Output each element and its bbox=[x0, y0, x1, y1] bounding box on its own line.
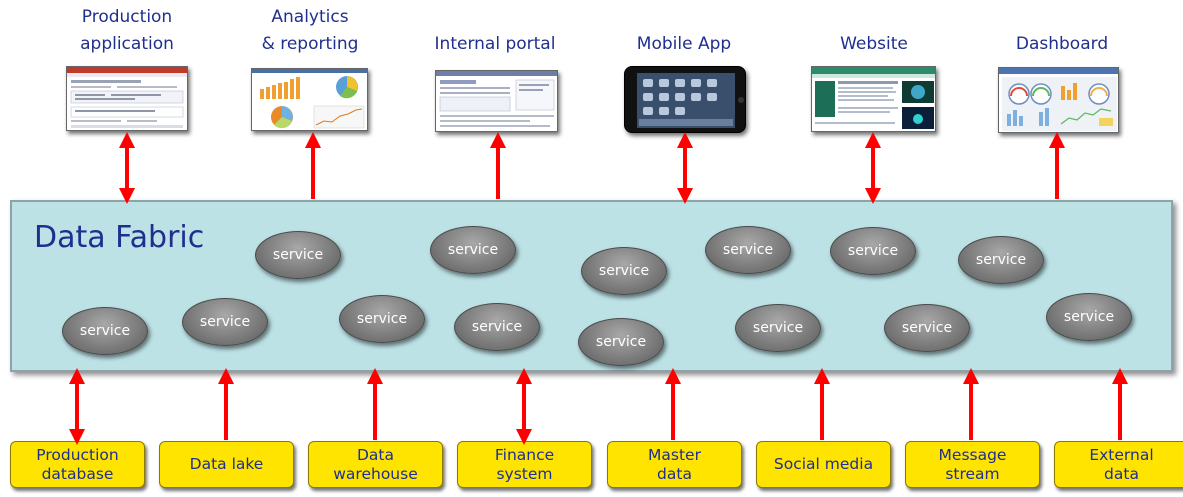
source-data-warehouse: Data warehouse bbox=[308, 441, 443, 488]
consumer-label-dashboard: Dashboard bbox=[1015, 34, 1109, 54]
source-social-media: Social media bbox=[756, 441, 891, 488]
source-data-lake: Data lake bbox=[159, 441, 294, 488]
service-node: service bbox=[1046, 293, 1132, 341]
consumer-label-website: Website bbox=[840, 34, 908, 54]
service-node: service bbox=[255, 231, 341, 279]
source-master-data: Master data bbox=[607, 441, 742, 488]
service-node: service bbox=[182, 298, 268, 346]
service-node: service bbox=[62, 307, 148, 355]
service-node: service bbox=[454, 303, 540, 351]
service-node: service bbox=[339, 295, 425, 343]
source-production-database: Production database bbox=[10, 441, 145, 488]
dashboard-screenshot bbox=[998, 67, 1119, 133]
data-fabric-title: Data Fabric bbox=[34, 220, 205, 255]
consumer-label-production-app: Production application bbox=[80, 7, 174, 54]
consumer-label-internal-portal: Internal portal bbox=[434, 34, 556, 54]
source-message-stream: Message stream bbox=[905, 441, 1040, 488]
service-node: service bbox=[958, 236, 1044, 284]
service-node: service bbox=[578, 318, 664, 366]
service-node: service bbox=[830, 227, 916, 275]
service-node: service bbox=[884, 304, 970, 352]
production-app-screenshot bbox=[66, 66, 188, 131]
service-node: service bbox=[705, 226, 791, 274]
service-node: service bbox=[581, 247, 667, 295]
service-node: service bbox=[430, 226, 516, 274]
source-external-data: External data bbox=[1054, 441, 1183, 488]
consumer-label-mobile-app: Mobile App bbox=[636, 34, 732, 54]
website-screenshot bbox=[811, 66, 936, 132]
internal-portal-screenshot bbox=[435, 70, 558, 132]
mobile-app-screenshot bbox=[624, 66, 746, 133]
service-node: service bbox=[735, 304, 821, 352]
consumer-label-analytics: Analytics & reporting bbox=[261, 7, 359, 54]
analytics-screenshot bbox=[251, 68, 368, 131]
